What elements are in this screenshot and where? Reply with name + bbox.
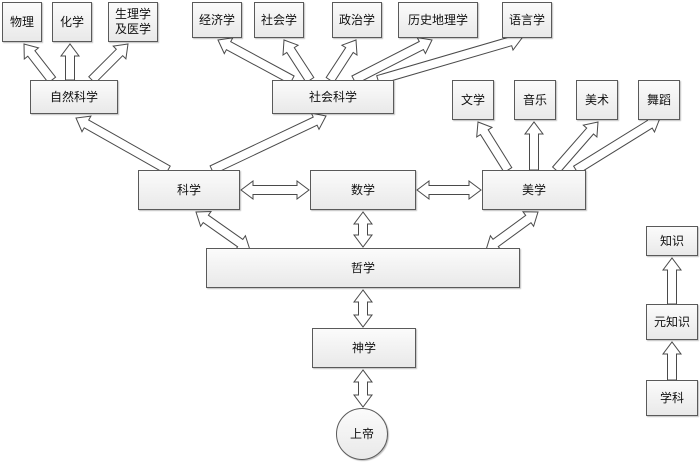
node-theology: 神学 xyxy=(312,328,416,368)
node-physics: 物理 xyxy=(2,2,42,42)
node-aesthetics: 美学 xyxy=(482,170,586,210)
arrow-theology-god xyxy=(353,369,373,408)
arrow-philosophy-theology xyxy=(353,289,373,328)
node-natural-science: 自然科学 xyxy=(30,80,118,114)
node-economics: 经济学 xyxy=(192,2,242,38)
arrow-aesthetics-to-fine-arts xyxy=(551,121,599,174)
node-knowledge: 知识 xyxy=(646,226,698,256)
node-dance: 舞蹈 xyxy=(638,80,680,120)
arrow-discipline-to-meta-knowledge xyxy=(662,341,682,381)
arrow-natsci-to-physiology xyxy=(88,43,129,84)
arrow-aesthetics-to-literature xyxy=(476,121,513,174)
arrow-math-aesthetics xyxy=(416,180,482,200)
arrow-socsci-to-sociology xyxy=(282,39,315,84)
node-physiology-medicine: 生理学 及医学 xyxy=(108,2,158,42)
node-discipline: 学科 xyxy=(646,380,698,416)
node-god: 上帝 xyxy=(336,408,388,460)
arrow-meta-knowledge-to-knowledge xyxy=(662,257,682,305)
arrow-science-math xyxy=(240,180,310,200)
arrow-socsci-to-economics xyxy=(217,37,295,85)
node-politics: 政治学 xyxy=(332,2,382,38)
arrow-aesthetics-to-music xyxy=(524,121,544,171)
node-literature: 文学 xyxy=(452,80,494,120)
arrow-socsci-to-politics xyxy=(325,39,358,84)
node-mathematics: 数学 xyxy=(310,170,416,210)
arrow-science-philosophy xyxy=(195,210,251,252)
arrow-natsci-to-physics xyxy=(23,43,57,84)
node-social-science: 社会科学 xyxy=(272,80,394,114)
node-fine-arts: 美术 xyxy=(576,80,618,120)
arrow-science-to-social-science xyxy=(209,112,327,175)
node-music: 音乐 xyxy=(514,80,556,120)
node-philosophy: 哲学 xyxy=(206,248,520,288)
arrow-aesthetics-philosophy xyxy=(485,211,539,251)
arrow-math-philosophy xyxy=(353,211,373,248)
node-meta-knowledge: 元知识 xyxy=(646,304,698,340)
arrow-natsci-to-chemistry xyxy=(60,43,80,81)
node-linguistics: 语言学 xyxy=(502,2,552,38)
node-science: 科学 xyxy=(138,170,240,210)
arrow-socsci-to-history-geography xyxy=(351,36,433,85)
arrow-science-to-natural-science xyxy=(75,115,171,175)
node-history-geography: 历史地理学 xyxy=(398,2,478,38)
node-chemistry: 化学 xyxy=(52,2,92,42)
node-sociology: 社会学 xyxy=(254,2,304,38)
